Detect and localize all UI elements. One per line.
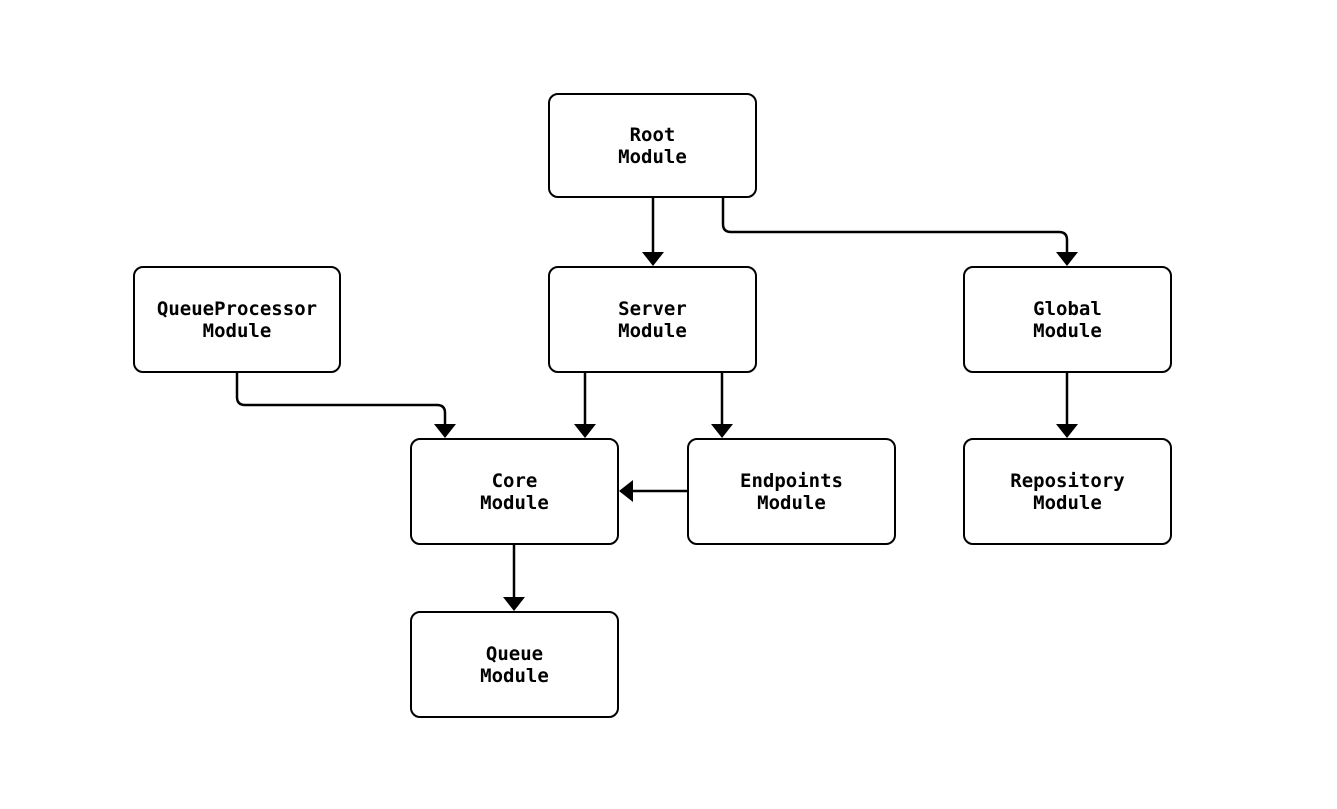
edge-core-to-queue (503, 545, 525, 611)
node-core-module: Core Module (410, 438, 619, 545)
arrowhead-down-icon (503, 597, 525, 611)
node-server-module: Server Module (548, 266, 757, 373)
node-label: Repository Module (1010, 469, 1125, 514)
node-label: Global Module (1033, 297, 1102, 342)
edge-endpoints-to-core (619, 480, 687, 502)
arrowhead-down-icon (574, 424, 596, 438)
arrowhead-down-icon (1056, 424, 1078, 438)
edge-queueprocessor-to-core (235, 373, 456, 438)
node-label: QueueProcessor Module (156, 297, 318, 342)
node-queue-module: Queue Module (410, 611, 619, 718)
edge-root-to-global (721, 198, 1078, 266)
arrowhead-down-icon (711, 424, 733, 438)
node-label: Root Module (618, 123, 687, 168)
node-label: Server Module (618, 297, 687, 342)
node-root-module: Root Module (548, 93, 757, 198)
node-label: Core Module (480, 469, 549, 514)
node-global-module: Global Module (963, 266, 1172, 373)
arrowhead-down-icon (642, 252, 664, 266)
node-label: Endpoints Module (740, 469, 843, 514)
arrowhead-down-icon (434, 424, 456, 438)
node-queueprocessor-module: QueueProcessor Module (133, 266, 341, 373)
node-endpoints-module: Endpoints Module (687, 438, 896, 545)
arrowhead-left-icon (619, 480, 633, 502)
edge-global-to-repository (1056, 373, 1078, 438)
arrowhead-down-icon (1056, 252, 1078, 266)
edge-server-to-endpoints (711, 373, 733, 438)
node-label: Queue Module (480, 642, 549, 687)
edge-server-to-core (574, 373, 596, 438)
node-repository-module: Repository Module (963, 438, 1172, 545)
edge-root-to-server (642, 198, 664, 266)
